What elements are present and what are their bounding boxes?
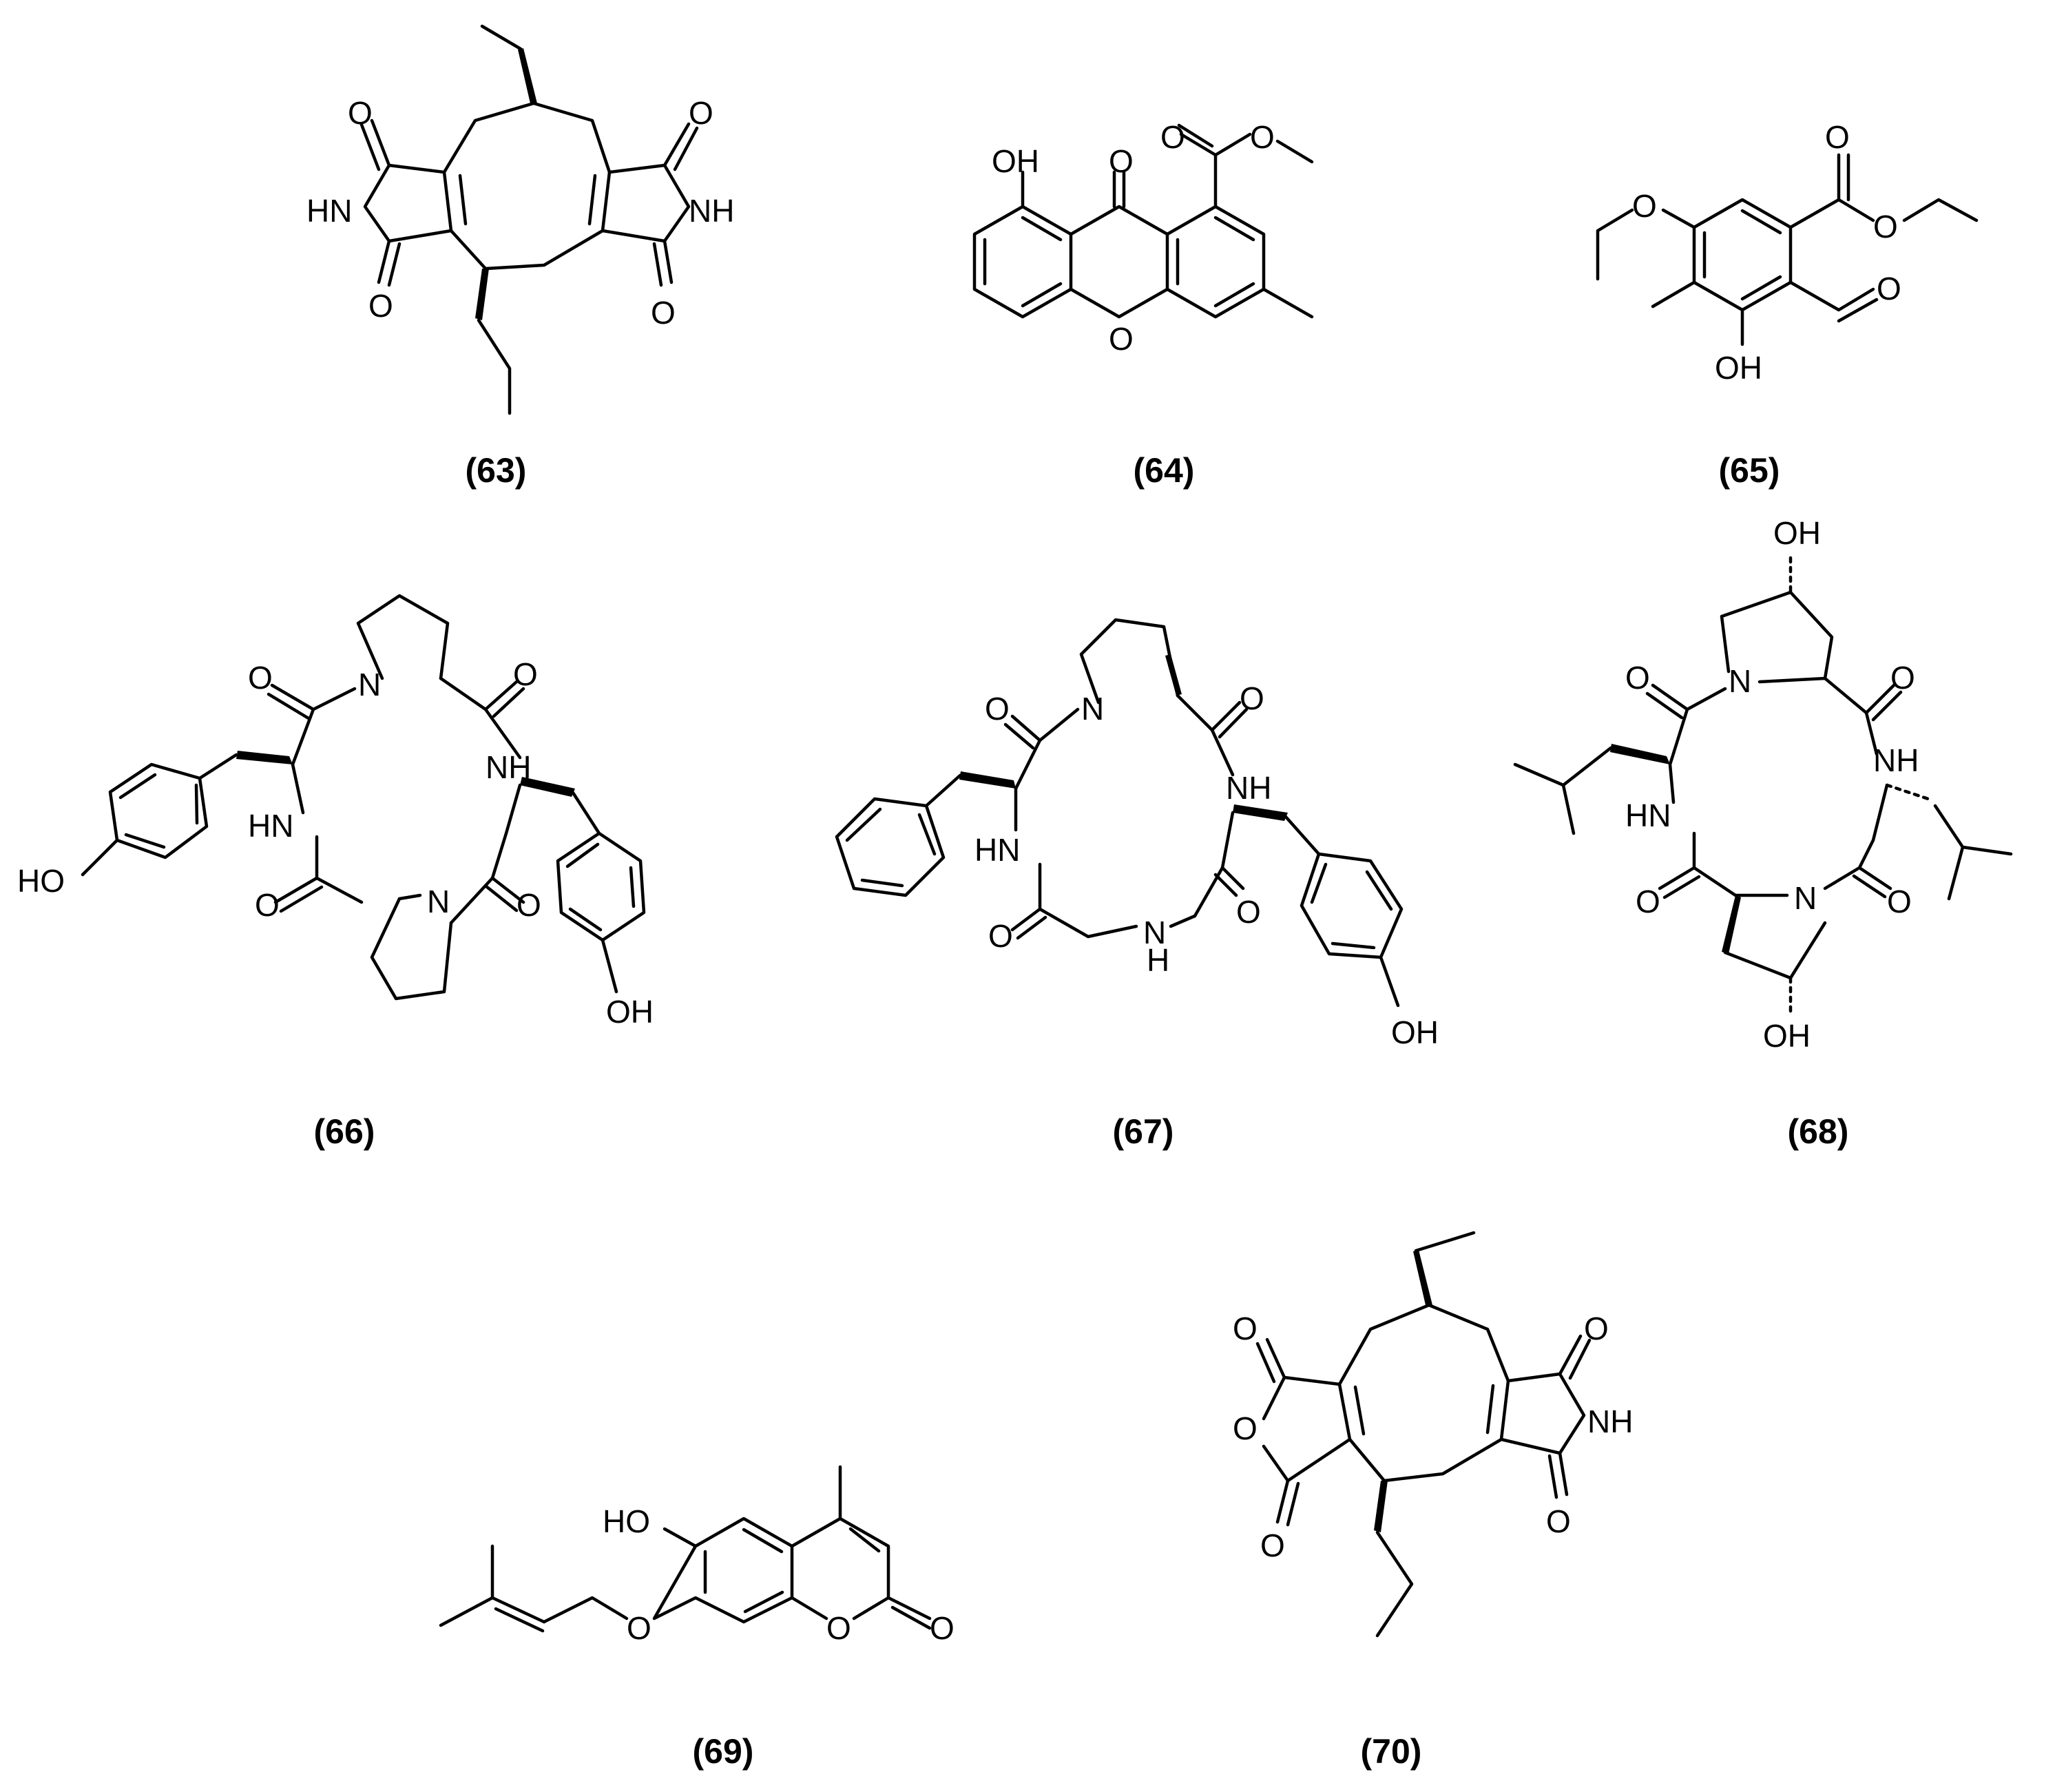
atom-O: O	[1546, 1503, 1571, 1539]
compound-66: N NH HN O O O O N HO OH (66)	[17, 594, 654, 1151]
atom-O: O	[517, 887, 541, 923]
atom-O: O	[1160, 119, 1185, 155]
wedge-bond	[518, 48, 537, 103]
atom-O: O	[1233, 1311, 1258, 1346]
atom-O: O	[930, 1610, 955, 1646]
atom-O: O	[1260, 1528, 1285, 1563]
atom-HN: HN	[1625, 798, 1671, 833]
wedge-bond	[1413, 1250, 1432, 1305]
atom-OH: OH	[1715, 350, 1762, 386]
wedge-bond	[475, 269, 489, 320]
atom-HO: HO	[17, 863, 65, 899]
compound-67: N NH HN N H O O O O OH (67)	[835, 618, 1439, 1151]
atom-HN: HN	[306, 193, 352, 229]
atom-O: O	[1109, 143, 1134, 179]
compound-label-65: (65)	[1719, 451, 1780, 490]
compound-label-69: (69)	[693, 1732, 754, 1771]
atom-N: N	[358, 667, 381, 702]
atom-N: N	[1794, 880, 1817, 916]
atom-O: O	[1632, 188, 1657, 224]
atom-O: O	[1250, 119, 1275, 155]
atom-O: O	[1873, 209, 1898, 244]
atom-O: O	[248, 660, 273, 696]
atom-O: O	[255, 887, 280, 923]
atom-NH: NH	[1873, 742, 1919, 778]
atom-O: O	[1825, 119, 1850, 155]
compound-68: OH N NH HN N O O O O OH (68)	[1513, 515, 2013, 1151]
wedge-bond	[1610, 744, 1670, 764]
atom-OH: OH	[606, 994, 654, 1030]
wedge-bond	[1722, 895, 1741, 954]
atom-O: O	[1636, 884, 1660, 919]
compound-70: O O O O NH O (70)	[1233, 1231, 1633, 1771]
compound-63: O HN O O NH O (63)	[306, 24, 734, 490]
atom-HN: HN	[248, 808, 293, 844]
atom-O: O	[1236, 894, 1261, 930]
compound-label-63: (63)	[466, 451, 527, 490]
wedge-bond	[1165, 654, 1182, 696]
atom-OH: OH	[1763, 1018, 1811, 1054]
atom-HN: HN	[974, 832, 1020, 868]
compound-label-66: (66)	[314, 1112, 375, 1151]
atom-O: O	[651, 295, 676, 331]
atom-O: O	[368, 288, 393, 324]
atom-O: O	[988, 918, 1013, 954]
atom-O: O	[348, 95, 373, 131]
compound-label-68: (68)	[1788, 1112, 1849, 1151]
atom-O: O	[689, 95, 713, 131]
atom-O: O	[1584, 1311, 1609, 1346]
atom-OH: OH	[1773, 515, 1821, 551]
atom-O: O	[826, 1610, 851, 1646]
atom-N: N	[1081, 691, 1104, 727]
atom-O: O	[985, 691, 1010, 727]
atom-O: O	[1890, 660, 1915, 696]
compound-64: OH O O O O (64)	[972, 119, 1314, 490]
atom-HO: HO	[603, 1503, 650, 1539]
wedge-bond	[236, 751, 293, 764]
atom-O: O	[1233, 1410, 1258, 1446]
atom-N: N	[427, 884, 450, 919]
wedge-bond	[1233, 804, 1288, 821]
compound-label-67: (67)	[1113, 1112, 1174, 1151]
atom-O: O	[627, 1610, 651, 1646]
atom-O: O	[1240, 680, 1264, 716]
compound-69: O HO O O (69)	[439, 1465, 955, 1771]
atom-N: N	[1729, 663, 1751, 699]
atom-OH: OH	[1391, 1014, 1439, 1050]
compound-label-70: (70)	[1361, 1732, 1422, 1771]
atom-O: O	[1625, 660, 1650, 696]
compound-label-64: (64)	[1134, 451, 1195, 490]
wedge-bond	[1374, 1481, 1388, 1532]
atom-OH: OH	[992, 143, 1039, 179]
atom-H: H	[1147, 942, 1169, 978]
compound-65: O OH O O O (65)	[1596, 119, 1979, 490]
atom-O: O	[1887, 884, 1912, 919]
atom-O: O	[1109, 321, 1134, 357]
atom-NH: NH	[1587, 1404, 1633, 1439]
wedge-bond	[520, 777, 575, 797]
atom-N: N	[1143, 915, 1166, 950]
atom-NH: NH	[689, 193, 734, 229]
wedge-bond	[959, 771, 1016, 789]
atom-O: O	[1877, 271, 1901, 306]
atom-NH: NH	[1226, 770, 1271, 806]
atom-O: O	[513, 656, 538, 692]
